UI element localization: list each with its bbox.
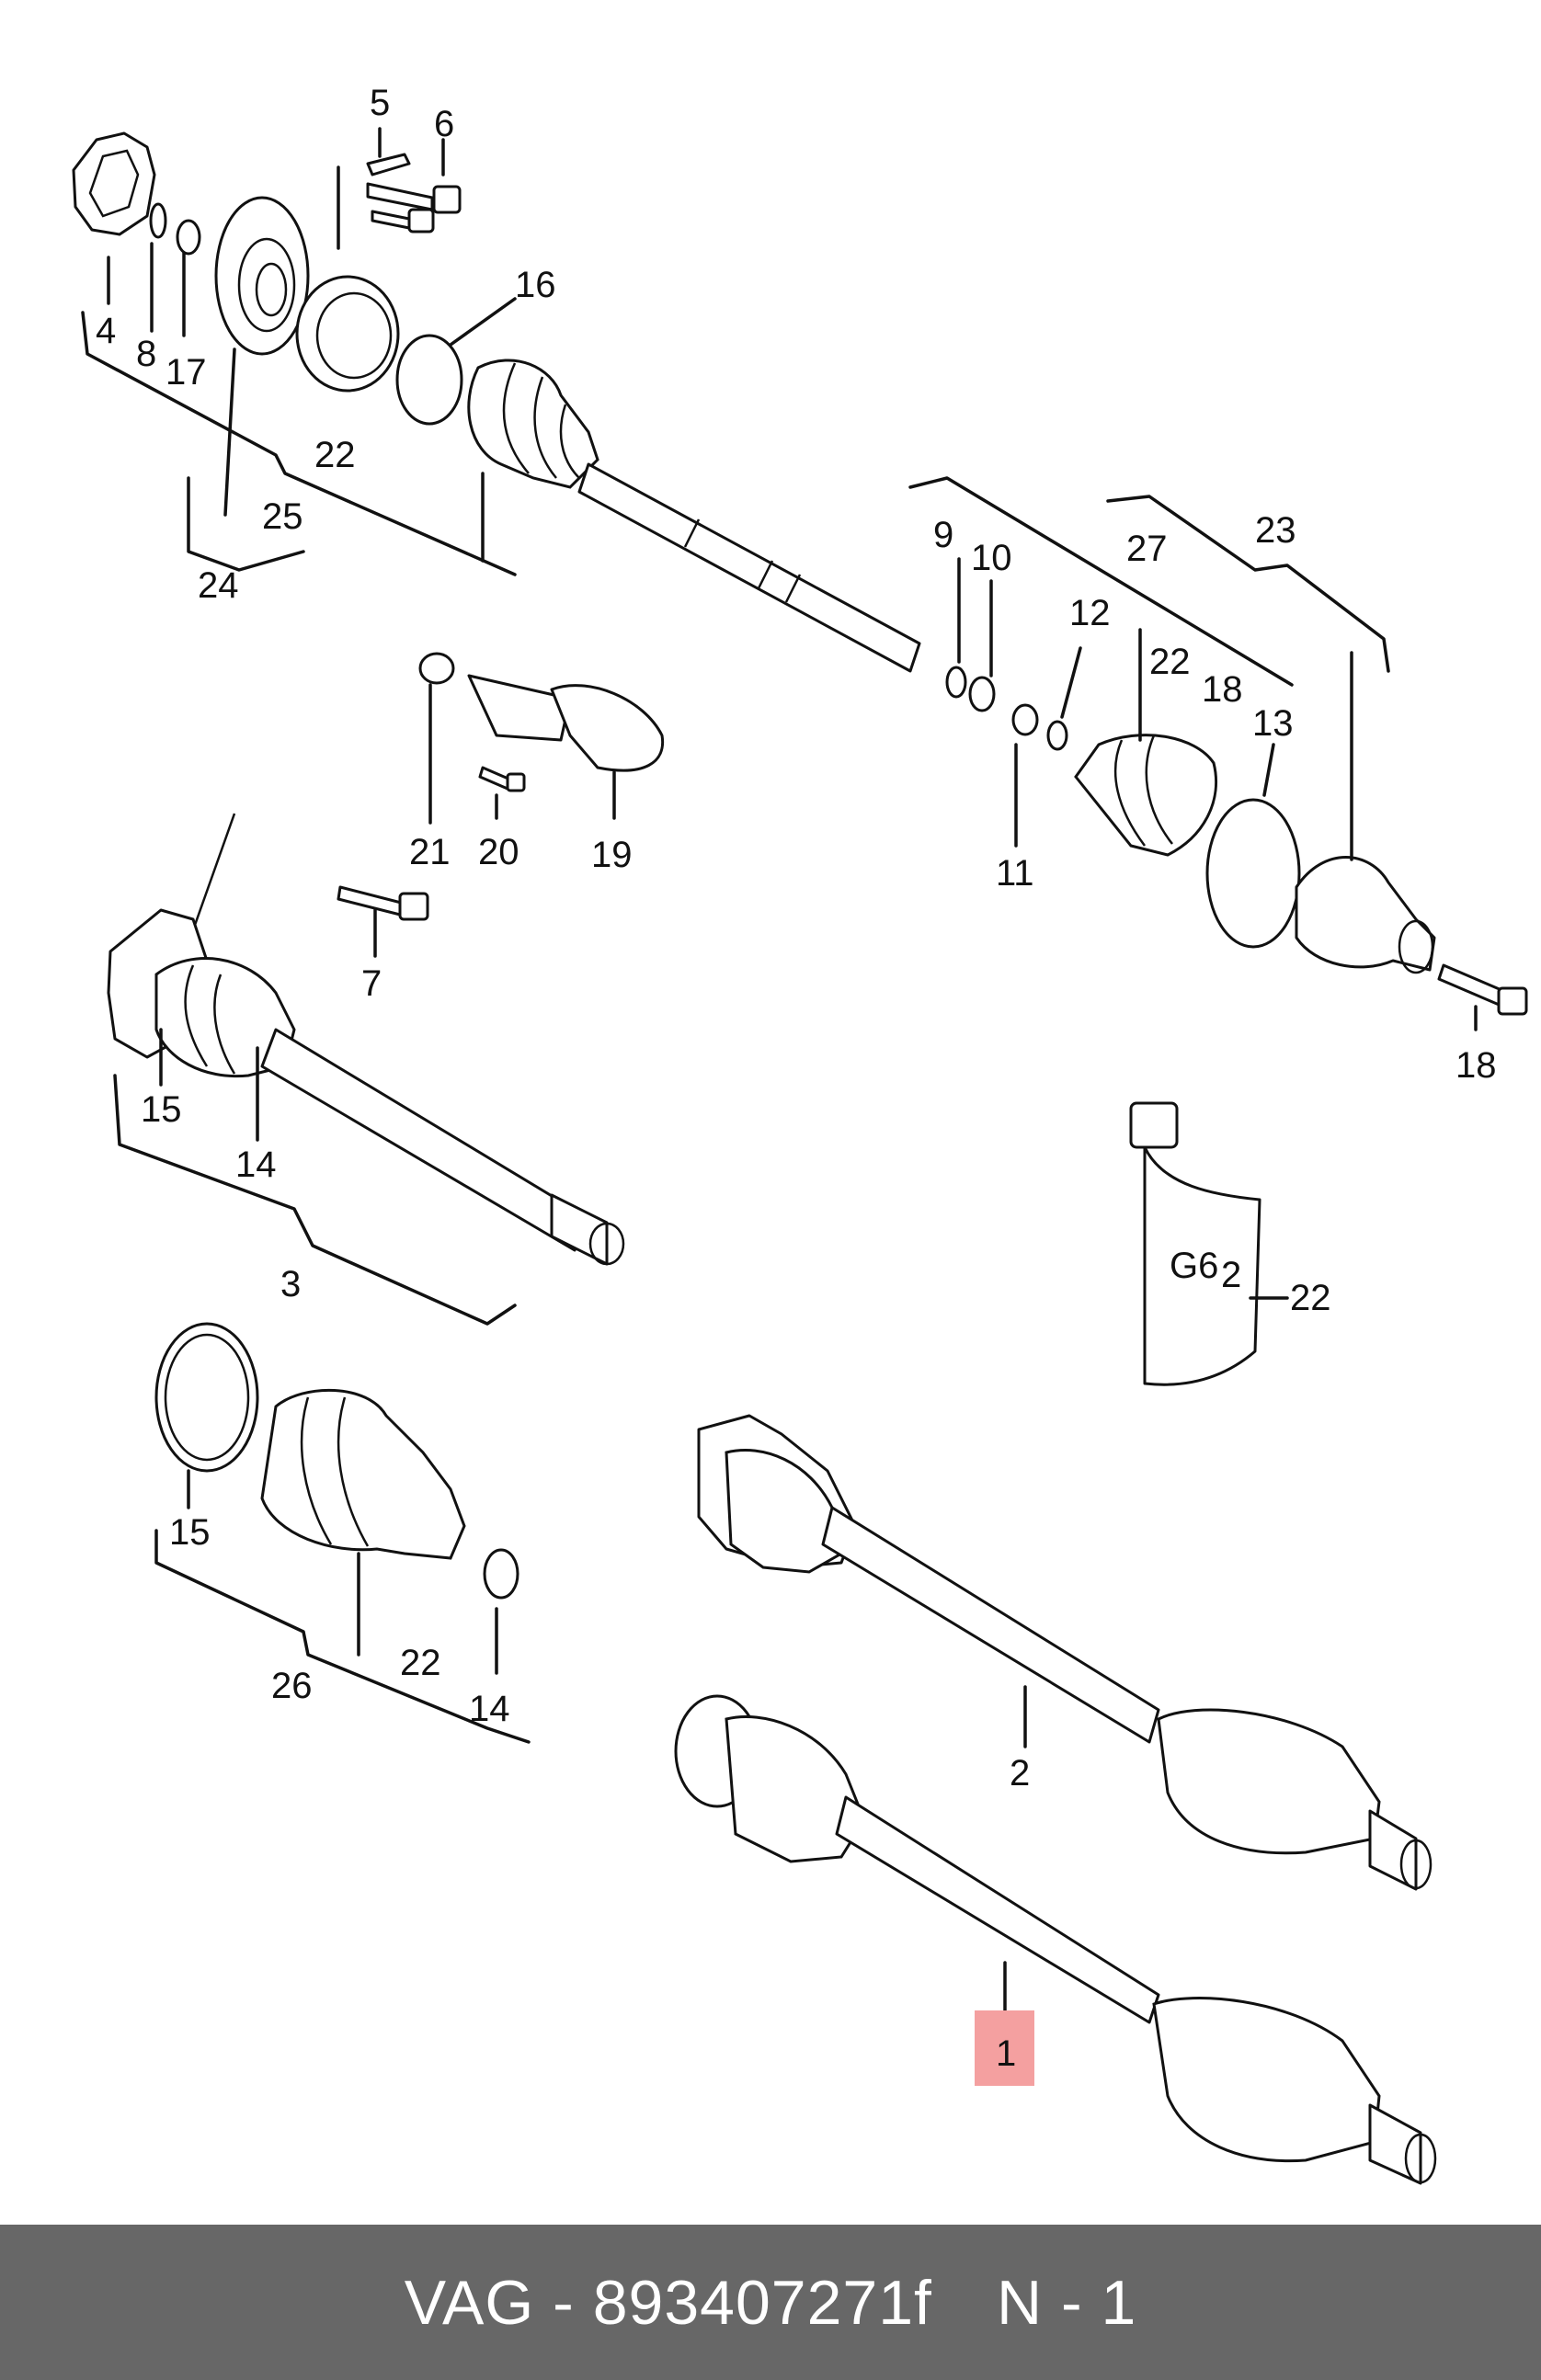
- flange-joint: [214, 196, 310, 356]
- callout-6: 6: [434, 104, 454, 144]
- clamp: [1205, 798, 1301, 949]
- inner-shaft: [260, 1028, 590, 1252]
- callout-7: 7: [361, 963, 382, 1004]
- footer-bar: VAG - 893407271f N - 1: [0, 2225, 1541, 2380]
- callout-22a: 22: [314, 435, 356, 475]
- bushing: [418, 652, 455, 685]
- driveshaft-1: [674, 1694, 1437, 2185]
- callout-12: 12: [1069, 593, 1111, 633]
- callout-18b: 18: [1455, 1045, 1497, 1086]
- bracket: [467, 674, 572, 742]
- clamp: [395, 334, 463, 426]
- upper-boot: [467, 359, 599, 489]
- callout-27: 27: [1126, 529, 1168, 569]
- callout-3: 3: [280, 1264, 301, 1304]
- callout-20: 20: [478, 832, 519, 872]
- tube-label: G6: [1170, 1246, 1218, 1286]
- callout-2: 2: [1010, 1753, 1030, 1794]
- driveshaft-2: [697, 1414, 1433, 1891]
- clamp: [483, 1548, 519, 1600]
- inner-driveshaft: [107, 813, 625, 1266]
- callout-11: 11: [996, 853, 1034, 894]
- washer: [176, 219, 201, 256]
- grease-tube: G6 2: [1129, 1101, 1261, 1386]
- footer-brand: VAG: [404, 2267, 535, 2338]
- upper-driveshaft-assembly: [72, 131, 1528, 1016]
- spacer: [1011, 703, 1039, 736]
- circlip: [1046, 720, 1068, 751]
- footer-separator: -: [534, 2267, 593, 2338]
- circlip: [945, 666, 967, 699]
- leader-lines: [81, 127, 1478, 2015]
- callout-26: 26: [271, 1666, 313, 1706]
- callout-4: 4: [96, 311, 116, 351]
- callout-5: 5: [370, 83, 390, 123]
- callout-13: 13: [1252, 703, 1294, 744]
- callout-25: 25: [262, 496, 303, 537]
- footer-note: N - 1: [996, 2267, 1137, 2338]
- callout-18a: 18: [1202, 669, 1243, 710]
- upper-shaft: [577, 462, 921, 673]
- outer-boot: [1074, 734, 1218, 857]
- callout-22b: 22: [1149, 642, 1191, 682]
- bolt-head: [432, 185, 462, 214]
- circlip: [149, 202, 167, 239]
- tube-label-sub: 2: [1221, 1255, 1241, 1295]
- outer-cv-joint: [1295, 856, 1436, 974]
- callout-14b: 14: [469, 1689, 510, 1729]
- callout-23: 23: [1255, 510, 1296, 551]
- callout-labels: 5 6 4 8 17 16 22 25 24 9 10 27 23 12 22 …: [96, 83, 1497, 1794]
- callout-21: 21: [409, 832, 451, 872]
- clamp: [154, 1322, 259, 1473]
- heat-shield: [550, 684, 665, 772]
- repair-kit: [154, 1322, 519, 1600]
- callout-15a: 15: [141, 1089, 182, 1130]
- callout-14a: 14: [235, 1144, 277, 1185]
- footer-part-number: 893407271f: [592, 2267, 932, 2338]
- callout-19: 19: [591, 835, 633, 875]
- callout-8: 8: [136, 334, 156, 374]
- highlighted-callout: 1: [996, 2033, 1016, 2074]
- callout-9: 9: [933, 515, 953, 555]
- heat-shield-group: [418, 652, 665, 792]
- callout-22d: 22: [400, 1643, 441, 1683]
- callout-22c: 22: [1290, 1278, 1331, 1318]
- callout-24: 24: [198, 565, 239, 606]
- highlighted-part-marker: [975, 2010, 1034, 2086]
- gasket: [72, 131, 156, 236]
- washer: [968, 676, 996, 712]
- callout-1: 1: [996, 2033, 1016, 2074]
- exploded-parts-diagram: G6 2: [72, 83, 1528, 2185]
- callout-15b: 15: [169, 1512, 211, 1553]
- repair-boot: [260, 1388, 466, 1560]
- dust-cover: [295, 275, 400, 393]
- callout-17: 17: [166, 352, 207, 393]
- callout-10: 10: [971, 538, 1012, 578]
- callout-16: 16: [515, 265, 556, 305]
